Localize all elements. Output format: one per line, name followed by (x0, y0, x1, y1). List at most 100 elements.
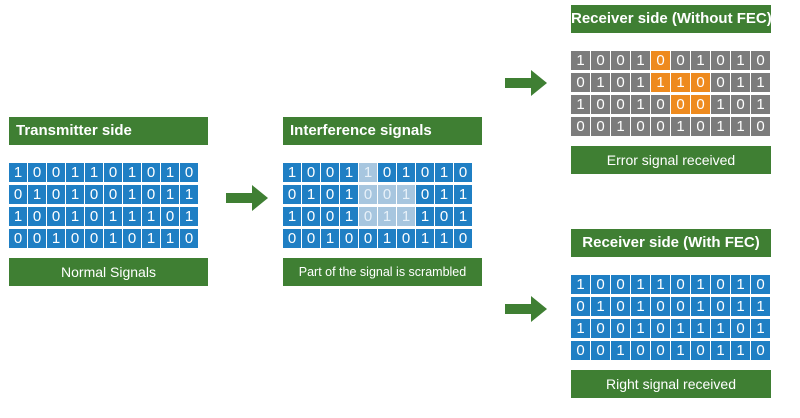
bit-cell: 1 (378, 207, 397, 226)
bit-cell: 0 (104, 163, 123, 182)
bit-cell: 1 (123, 207, 142, 226)
bit-cell: 0 (302, 229, 321, 248)
bit-cell: 0 (435, 207, 454, 226)
bit-cell: 0 (731, 95, 751, 114)
bit-cell: 1 (731, 297, 751, 316)
bit-cell: 0 (180, 229, 199, 248)
bit-cell: 1 (66, 207, 85, 226)
bit-cell: 1 (751, 319, 771, 338)
bit-cell: 0 (302, 207, 321, 226)
bit-cell: 0 (611, 73, 631, 92)
bit-cell: 0 (591, 95, 611, 114)
bit-cell: 1 (9, 163, 28, 182)
bit-cell: 1 (711, 95, 731, 114)
bit-cell: 1 (631, 51, 651, 70)
bit-cell: 1 (66, 185, 85, 204)
bit-cell: 0 (359, 207, 378, 226)
bit-cell: 1 (751, 95, 771, 114)
bit-cell: 1 (751, 73, 771, 92)
bit-cell: 1 (671, 117, 691, 136)
bit-cell: 1 (161, 229, 180, 248)
bit-cell: 1 (731, 275, 751, 294)
bit-cell: 1 (571, 275, 591, 294)
bit-cell: 0 (591, 319, 611, 338)
bit-cell: 0 (9, 229, 28, 248)
receiver-without-fec-caption: Error signal received (571, 146, 771, 174)
bit-cell: 0 (611, 297, 631, 316)
bit-cell: 1 (435, 229, 454, 248)
bit-cell: 0 (591, 117, 611, 136)
bit-cell: 1 (321, 229, 340, 248)
bit-cell: 0 (711, 51, 731, 70)
bit-cell: 0 (9, 185, 28, 204)
bit-cell: 0 (47, 185, 66, 204)
bit-cell: 0 (651, 51, 671, 70)
receiver-without-fec-title: Receiver side (Without FEC) (571, 5, 772, 33)
bit-cell: 0 (142, 163, 161, 182)
bit-cell: 1 (651, 275, 671, 294)
bit-cell: 0 (691, 95, 711, 114)
bit-cell: 1 (571, 319, 591, 338)
bit-cell: 1 (454, 207, 473, 226)
bit-cell: 1 (340, 207, 359, 226)
bit-cell: 1 (340, 163, 359, 182)
bit-cell: 1 (416, 207, 435, 226)
bit-cell: 0 (711, 275, 731, 294)
bit-cell: 0 (751, 117, 771, 136)
bit-cell: 1 (571, 51, 591, 70)
bit-cell: 0 (651, 117, 671, 136)
bit-cell: 1 (651, 73, 671, 92)
bit-cell: 1 (85, 163, 104, 182)
bit-cell: 1 (691, 319, 711, 338)
bit-cell: 0 (651, 297, 671, 316)
bit-cell: 1 (397, 163, 416, 182)
bit-cell: 0 (359, 229, 378, 248)
bit-cell: 0 (47, 207, 66, 226)
bit-cell: 1 (454, 185, 473, 204)
bit-cell: 1 (631, 275, 651, 294)
bit-cell: 0 (283, 185, 302, 204)
bit-cell: 0 (671, 275, 691, 294)
bit-cell: 1 (161, 185, 180, 204)
bit-cell: 0 (302, 163, 321, 182)
arrow-right-icon (505, 70, 547, 96)
bit-cell: 0 (591, 341, 611, 360)
bit-cell: 0 (321, 163, 340, 182)
bit-cell: 0 (416, 163, 435, 182)
bit-cell: 0 (751, 275, 771, 294)
bit-cell: 0 (571, 73, 591, 92)
bit-cell: 1 (591, 297, 611, 316)
bit-cell: 0 (631, 117, 651, 136)
bit-cell: 0 (651, 341, 671, 360)
bit-cell: 0 (751, 51, 771, 70)
bit-cell: 0 (711, 297, 731, 316)
bit-cell: 1 (9, 207, 28, 226)
bit-cell: 1 (671, 319, 691, 338)
bit-cell: 1 (731, 51, 751, 70)
bit-cell: 0 (651, 319, 671, 338)
bit-cell: 0 (731, 319, 751, 338)
bit-cell: 0 (571, 341, 591, 360)
bit-cell: 1 (28, 185, 47, 204)
bit-cell: 1 (731, 73, 751, 92)
bit-cell: 1 (180, 185, 199, 204)
bit-cell: 1 (123, 163, 142, 182)
bit-cell: 0 (28, 207, 47, 226)
bit-cell: 0 (359, 185, 378, 204)
bit-cell: 0 (691, 117, 711, 136)
bit-cell: 0 (28, 163, 47, 182)
bit-cell: 1 (435, 163, 454, 182)
bit-cell: 0 (651, 95, 671, 114)
bit-cell: 1 (631, 73, 651, 92)
bit-cell: 0 (591, 275, 611, 294)
bit-cell: 0 (454, 163, 473, 182)
bit-cell: 0 (751, 341, 771, 360)
bit-cell: 0 (611, 95, 631, 114)
bit-cell: 1 (302, 185, 321, 204)
